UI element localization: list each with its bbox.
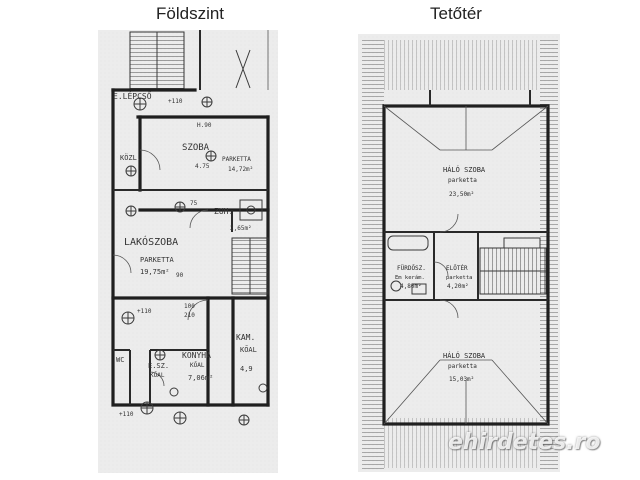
ridge-lines <box>383 105 549 425</box>
label-furdo-floor: Em kerám. <box>395 274 425 281</box>
ground-floor-plan: E.LÉPCSŐ SZOBA PARKETTA 14,72m² KÖZL. ZU… <box>98 30 278 473</box>
label-kamra-area: 4,9 <box>240 365 253 373</box>
door-swings <box>112 149 209 387</box>
label-halo2-floor: parketta <box>448 363 477 370</box>
dim-h90: H.90 <box>197 122 212 129</box>
dim-plus110-a: +110 <box>168 98 183 105</box>
label-zuh: ZUH. <box>214 207 233 216</box>
entrance-staircase <box>129 30 269 91</box>
dim-plus110-c: +110 <box>119 411 134 418</box>
label-kamra: KAM. <box>236 333 255 342</box>
label-halo2: HÁLÓ SZOBA <box>443 351 486 360</box>
ground-outer-walls <box>111 88 270 407</box>
watermark: ehirdetes.ro <box>448 430 601 455</box>
label-szoba: SZOBA <box>182 143 210 153</box>
label-eloter-floor: parketta <box>446 275 473 281</box>
attic-counter <box>503 237 541 249</box>
dim-475: 4.75 <box>195 163 210 170</box>
dim-plus110-b: +110 <box>137 308 152 315</box>
roof-slope-hatching <box>362 40 558 470</box>
shower-fixture <box>239 199 263 221</box>
label-lakoszoba: LAKÓSZOBA <box>124 235 178 248</box>
label-zuh-area: 2,65m² <box>230 225 252 232</box>
label-furdo-area: 4,80m² <box>400 283 422 290</box>
dim-90: 90 <box>176 272 184 279</box>
label-halo2-area: 15,03m² <box>449 376 474 383</box>
level-markers <box>121 96 268 426</box>
label-esz-floor: KŐAL <box>150 372 165 379</box>
label-konyha-floor: KŐAL <box>190 362 205 369</box>
dim-75: 75 <box>190 200 198 207</box>
label-wc: WC <box>116 356 124 364</box>
label-szoba-area: 14,72m² <box>228 166 253 173</box>
label-konyha-area: 7,06m² <box>188 374 213 382</box>
dim-210: 210 <box>184 312 195 319</box>
attic-staircase <box>479 247 547 295</box>
caption-attic: Tetőtér <box>430 4 482 23</box>
label-esz: E.SZ. <box>148 362 169 370</box>
bathroom-fixtures <box>387 235 429 295</box>
dim-100: 100 <box>184 303 195 310</box>
label-lakoszoba-area: 19,75m² <box>140 268 170 276</box>
label-szoba-floor: PARKETTA <box>222 156 251 163</box>
label-konyha: KONYHA <box>182 351 211 360</box>
label-eloter: ELŐTÉR <box>446 264 468 272</box>
attic-plan: HÁLÓ SZOBA parketta 23,50m² FÜRDŐSZ. Em … <box>358 34 560 472</box>
label-kozl: KÖZL. <box>120 153 141 162</box>
label-furdo: FÜRDŐSZ. <box>397 265 426 272</box>
label-eloter-area: 4,20m² <box>447 283 469 290</box>
label-kamra-floor: KŐAL <box>240 345 257 354</box>
label-halo1-area: 23,50m² <box>449 191 474 198</box>
label-lakoszoba-floor: PARKETTA <box>140 256 175 264</box>
internal-staircase <box>231 237 269 295</box>
label-halo1: HÁLÓ SZOBA <box>443 165 486 174</box>
caption-ground-floor: Földszint <box>156 4 225 23</box>
label-halo1-floor: parketta <box>448 177 477 184</box>
label-staircase: E.LÉPCSŐ <box>113 90 152 101</box>
attic-door-swings <box>433 213 459 319</box>
